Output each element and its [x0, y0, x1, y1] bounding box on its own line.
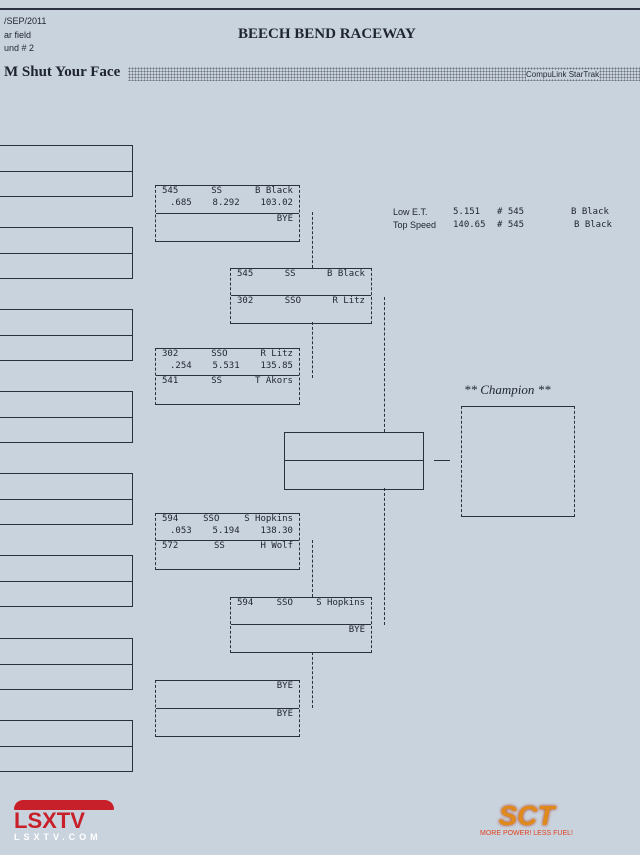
bracket-entry-text: SS	[211, 186, 223, 196]
bracket-entry-text: 541	[162, 376, 179, 386]
bracket-entry-text: SS	[284, 269, 296, 279]
round-label: und # 2	[4, 43, 35, 53]
bracket-entry-text: 594	[237, 598, 254, 608]
bracket-entry-text: BYE	[276, 709, 293, 719]
sct-logo: SCT MORE POWER! LESS FUEL!	[480, 800, 573, 838]
bracket-entry-text: H Wolf	[260, 541, 293, 551]
bracket-entry-text: B Black	[327, 269, 365, 279]
header-band	[128, 67, 640, 81]
bracket-entry-text: .254	[170, 361, 192, 371]
class-name: M Shut Your Face	[4, 64, 121, 81]
round1-pair	[0, 309, 133, 361]
round1-pair	[0, 638, 133, 690]
bracket-entry-text: BYE	[276, 214, 293, 224]
round2-match: 302 SSO R Litz .254 5.531 135.85 541 SS T Akor…	[155, 348, 300, 405]
field-label: ar field	[4, 30, 32, 40]
bracket-entry-text: 5.531	[212, 361, 240, 371]
bracket-entry-text: BYE	[348, 625, 365, 635]
bracket-entry-text: SS	[213, 541, 225, 551]
bracket-entry-text: 103.02	[260, 198, 293, 208]
round1-pair	[0, 555, 133, 607]
round1-pair	[0, 473, 133, 525]
bracket-entry-text: SSO	[211, 349, 228, 359]
lsxtv-logo: LSXTV LSXTV.COM	[14, 800, 114, 842]
sponsor-label: CompuLink StarTrak	[526, 70, 600, 79]
champion-label: ** Champion **	[464, 382, 551, 397]
bracket-entry-text: SSO	[284, 296, 301, 306]
bracket-entry-text: 545	[237, 269, 254, 279]
round3-match: 545 SS B Black 302 SSO R Litz	[230, 268, 372, 324]
bracket-entry-text: SSO	[203, 514, 220, 524]
round2-match: 545 SS B Black .685 8.292 103.02 BYE	[155, 185, 300, 242]
bracket-entry-text: S Hopkins	[316, 598, 365, 608]
race-date: /SEP/2011	[4, 16, 47, 26]
round1-pair	[0, 227, 133, 279]
round2-match: BYE BYE	[155, 680, 300, 737]
round1-pair	[0, 145, 133, 197]
bracket-entry-text: 302	[237, 296, 254, 306]
bracket-entry-text: BYE	[276, 681, 293, 691]
bracket-entry-text: SS	[211, 376, 223, 386]
round1-pair	[0, 720, 133, 772]
bracket-entry-text: R Litz	[332, 296, 365, 306]
bracket-entry-text: 135.85	[260, 361, 293, 371]
bracket-entry-text: B Black	[255, 186, 293, 196]
bracket-entry-text: 8.292	[212, 198, 240, 208]
bracket-entry-text: 545	[162, 186, 179, 196]
round1-pair	[0, 391, 133, 443]
bracket-entry-text: R Litz	[260, 349, 293, 359]
bracket-entry-text: T Akors	[255, 376, 293, 386]
round3-match: 594 SSO S Hopkins BYE	[230, 597, 372, 653]
bracket-entry-text: 594	[162, 514, 179, 524]
final-match	[284, 432, 424, 490]
round2-match: 594 SSO S Hopkins .053 5.194 138.30 572 SS H W…	[155, 513, 300, 570]
champion-box	[461, 406, 575, 517]
bracket-entry-text: 5.194	[212, 526, 240, 536]
bracket-entry-text: .053	[170, 526, 192, 536]
page-title: BEECH BEND RACEWAY	[238, 26, 416, 42]
bracket-entry-text: SSO	[276, 598, 293, 608]
bracket-entry-text: 138.30	[260, 526, 293, 536]
bracket-entry-text: 302	[162, 349, 179, 359]
bracket-entry-text: .685	[170, 198, 192, 208]
bracket-entry-text: S Hopkins	[244, 514, 293, 524]
bracket-entry-text: 572	[162, 541, 179, 551]
